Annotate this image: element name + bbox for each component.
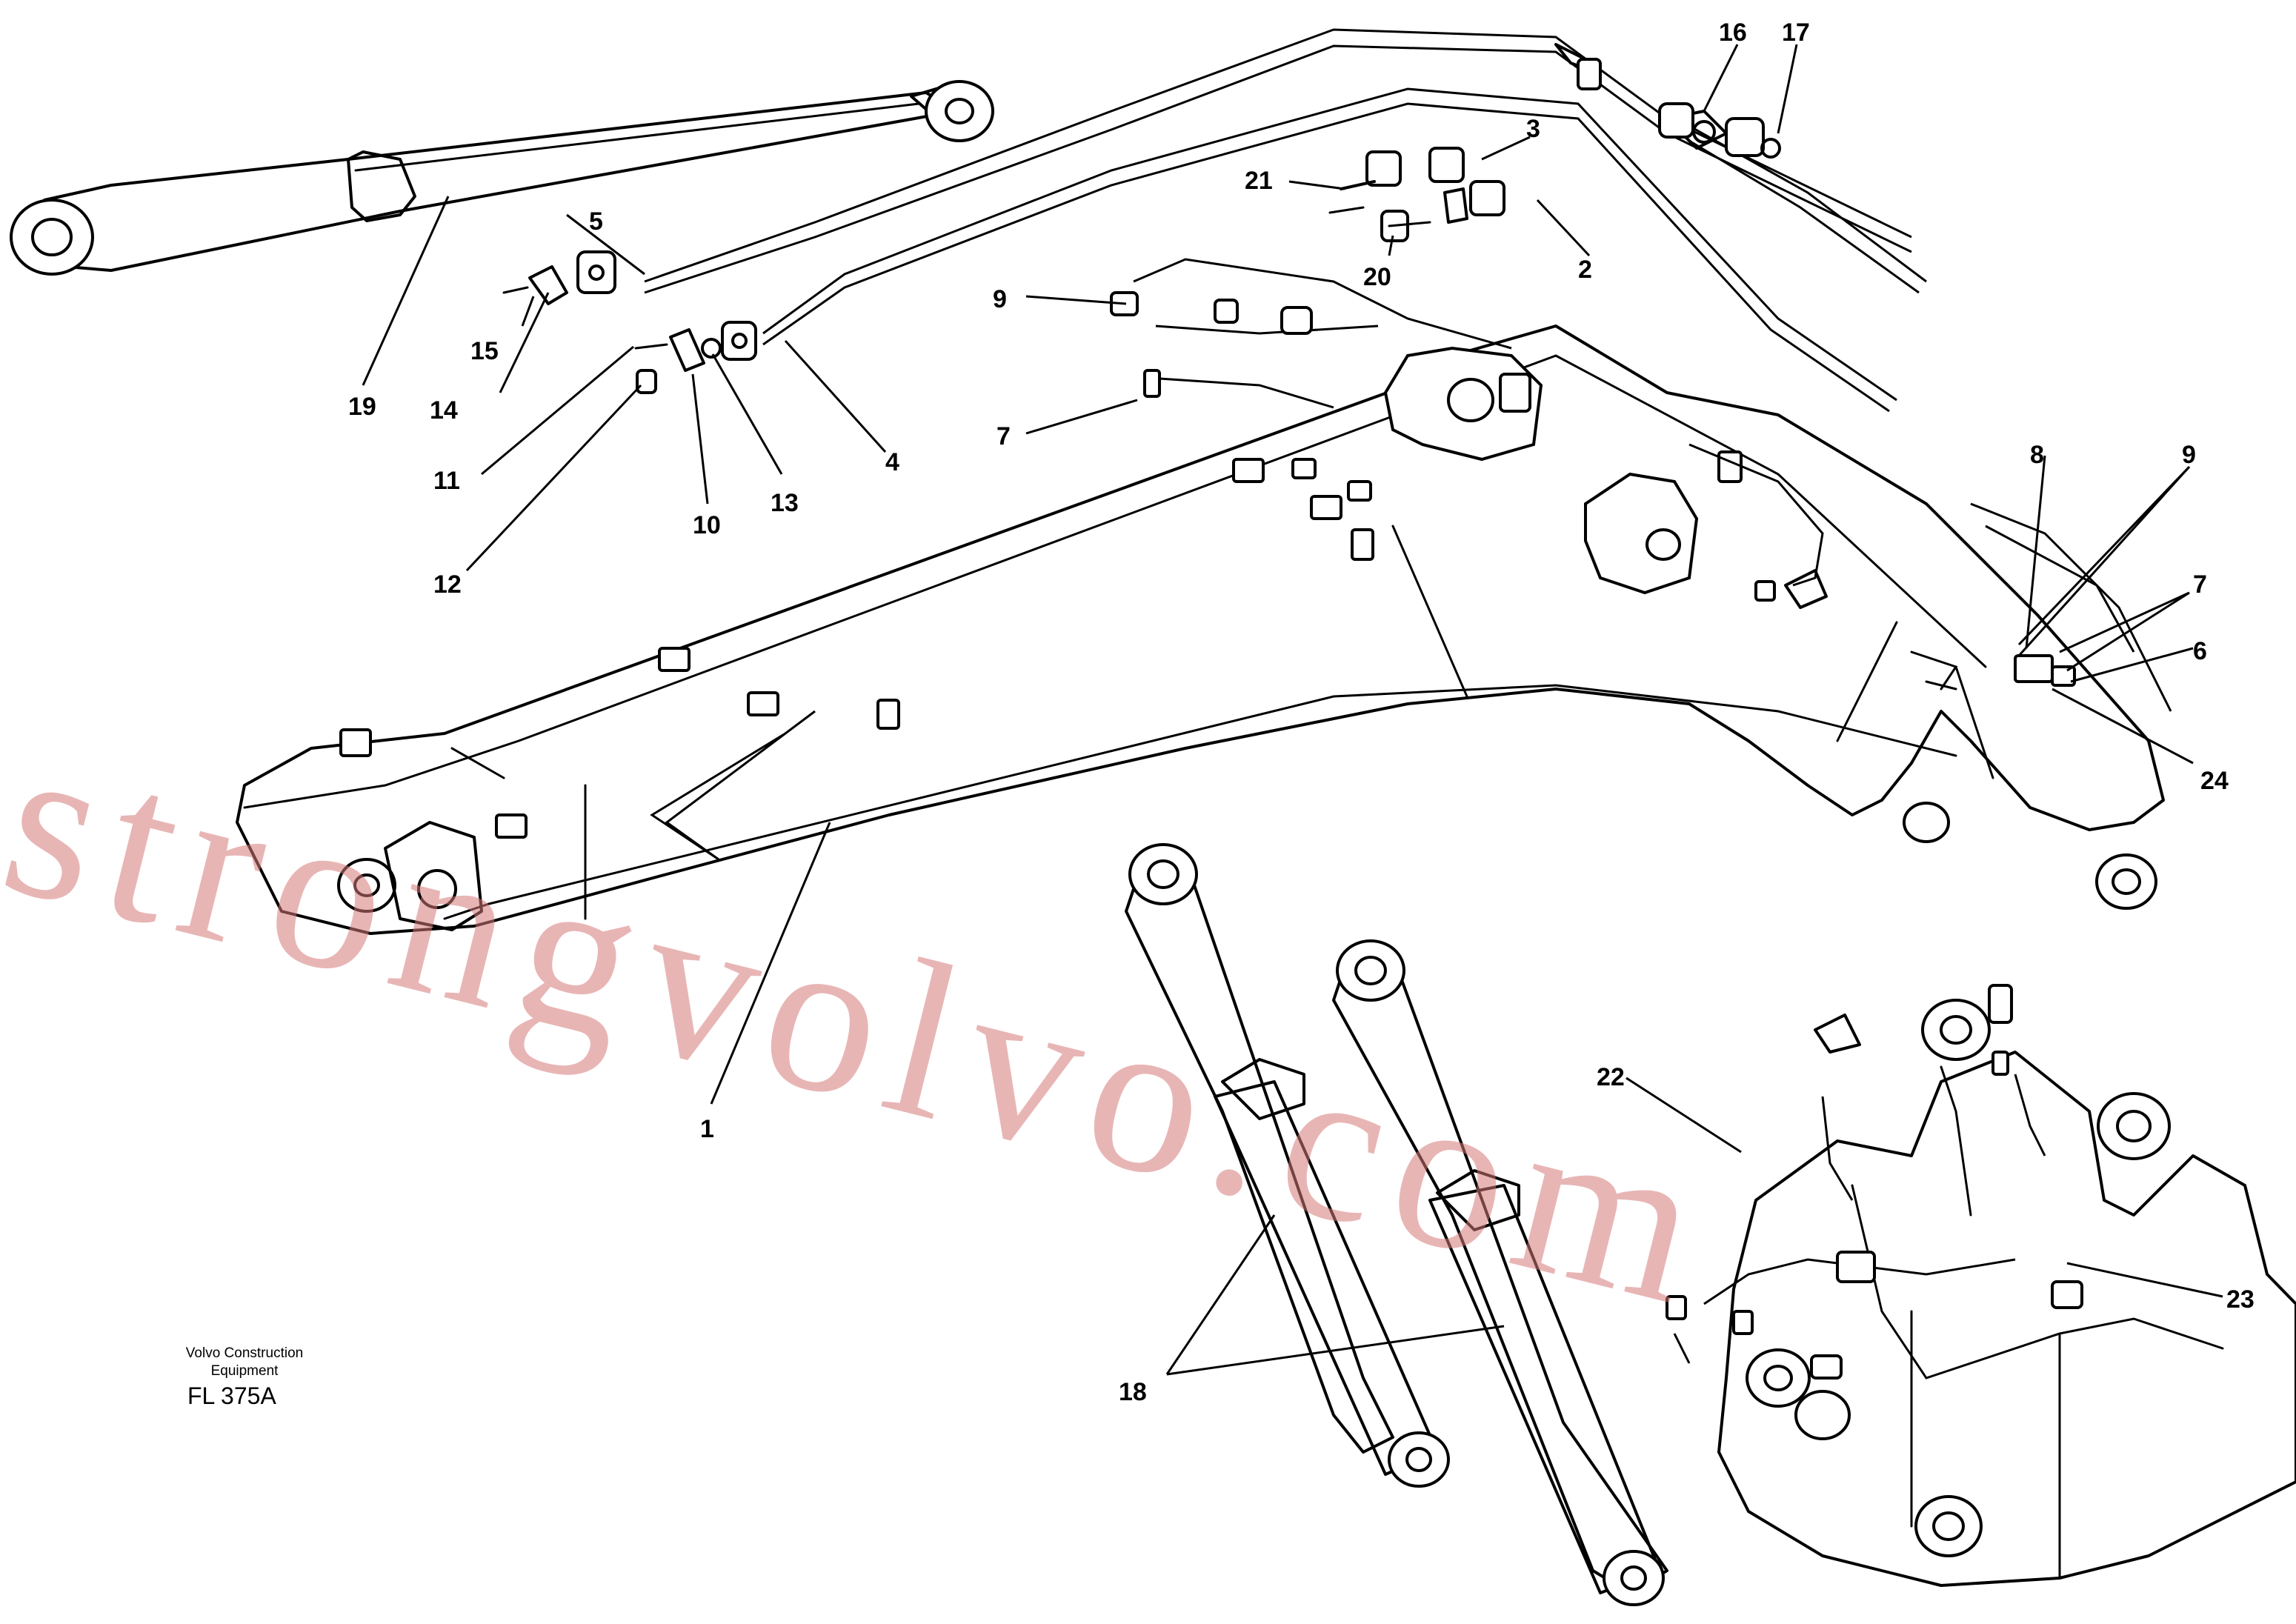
callout-8: 8 (2030, 441, 2044, 469)
callout-6: 6 (2193, 637, 2207, 665)
callout-22: 22 (1597, 1063, 1625, 1091)
cylinder-19-drawing (10, 80, 994, 276)
callout-18: 18 (1119, 1378, 1147, 1406)
boom-clamps (339, 450, 2054, 839)
publisher-credit: Volvo Construction Equipment (156, 1345, 333, 1380)
callout-7-right-a: 7 (2193, 570, 2207, 599)
callout-21: 21 (1245, 167, 1273, 195)
cylinders-18-drawing (1125, 843, 1668, 1606)
callout-labels: 19 19 1 2 3 4 5 6 7 7 7 8 9 9 10 11 12 1… (348, 19, 2255, 1406)
callout-11: 11 (433, 467, 460, 495)
callout-16: 16 (1719, 19, 1747, 47)
callout-23: 23 (2226, 1285, 2255, 1314)
callout-3: 3 (1526, 115, 1540, 143)
callout-24: 24 (2200, 767, 2229, 795)
leader-lines (362, 44, 2223, 1376)
callout-10: 10 (693, 511, 721, 539)
fittings-group (502, 58, 1781, 394)
callout-4: 4 (885, 448, 899, 476)
callout-17: 17 (1782, 19, 1810, 47)
callout-1: 1 (700, 1115, 714, 1143)
hydraulic-pipes-upper (644, 28, 1927, 413)
callout-14: 14 (430, 396, 458, 425)
callout-13: 13 (771, 489, 799, 517)
callout-15: 15 (470, 337, 499, 365)
callout-12: 12 (433, 570, 462, 599)
callout-2: 2 (1578, 256, 1592, 284)
boom-1-drawing (236, 325, 2165, 935)
callout-9-right: 9 (2182, 441, 2196, 469)
callout-19: 19 (348, 393, 376, 421)
credit-line-1: Volvo Construction (185, 1345, 304, 1361)
credit-line-2: Equipment (210, 1363, 279, 1379)
figure-code: FL 375A (187, 1382, 276, 1409)
callout-9-top: 9 (993, 285, 1007, 313)
bracket-23-drawing (1666, 984, 2296, 1587)
callout-5-label: 5 (589, 207, 603, 236)
callout-20: 20 (1363, 263, 1391, 291)
callout-7-boom: 7 (996, 422, 1011, 450)
